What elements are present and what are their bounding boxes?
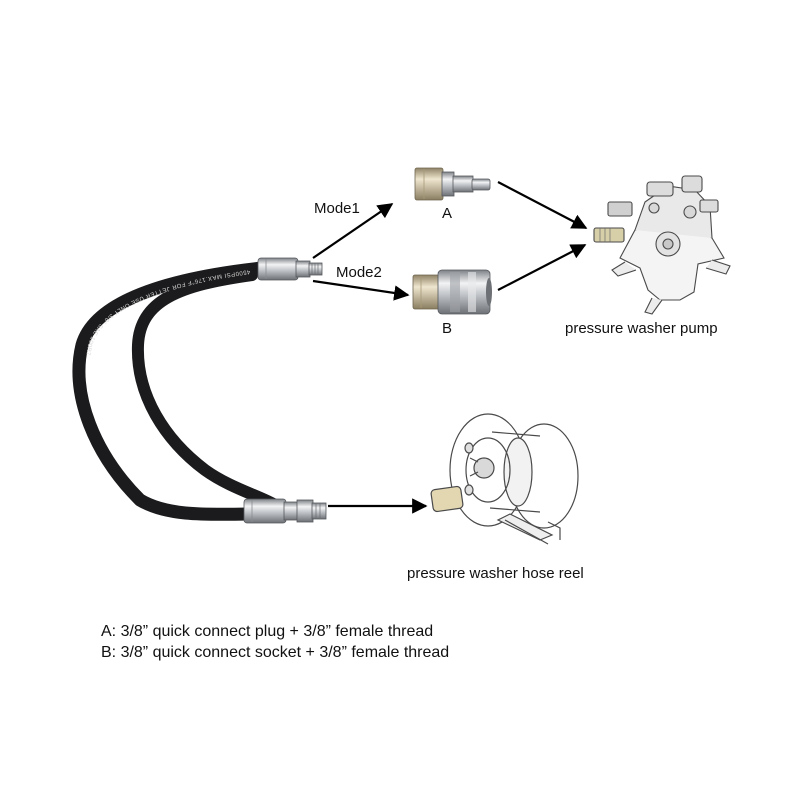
arrow-a-to-pump xyxy=(497,181,588,229)
label-mode1: Mode1 xyxy=(314,200,360,217)
arrow-mode2 xyxy=(312,279,410,301)
hose: 4500PSI MAX.176°F FOR JETTER USE ONLY 3/… xyxy=(72,261,281,521)
arrow-b-to-pump xyxy=(497,244,587,291)
arrows xyxy=(312,181,588,514)
connector-b-socket xyxy=(412,269,492,315)
arrow-mode1 xyxy=(312,203,394,259)
pressure-washer-pump xyxy=(593,175,731,315)
note-b: B: 3/8” quick connect socket + 3/8” fema… xyxy=(101,644,450,661)
label-b: B xyxy=(442,320,453,337)
label-a: A xyxy=(442,205,453,222)
connector-a-plug xyxy=(414,167,491,201)
hose-fitting-bottom xyxy=(243,498,327,524)
label-pump: pressure washer pump xyxy=(565,320,718,337)
label-reel: pressure washer hose reel xyxy=(407,565,584,582)
legend-notes: A: 3/8” quick connect plug + 3/8” female… xyxy=(101,621,449,663)
note-a: A: 3/8” quick connect plug + 3/8” female… xyxy=(101,623,434,640)
label-mode2: Mode2 xyxy=(336,264,382,281)
hose-fitting-top xyxy=(257,257,323,281)
pressure-washer-hose-reel xyxy=(430,413,579,545)
